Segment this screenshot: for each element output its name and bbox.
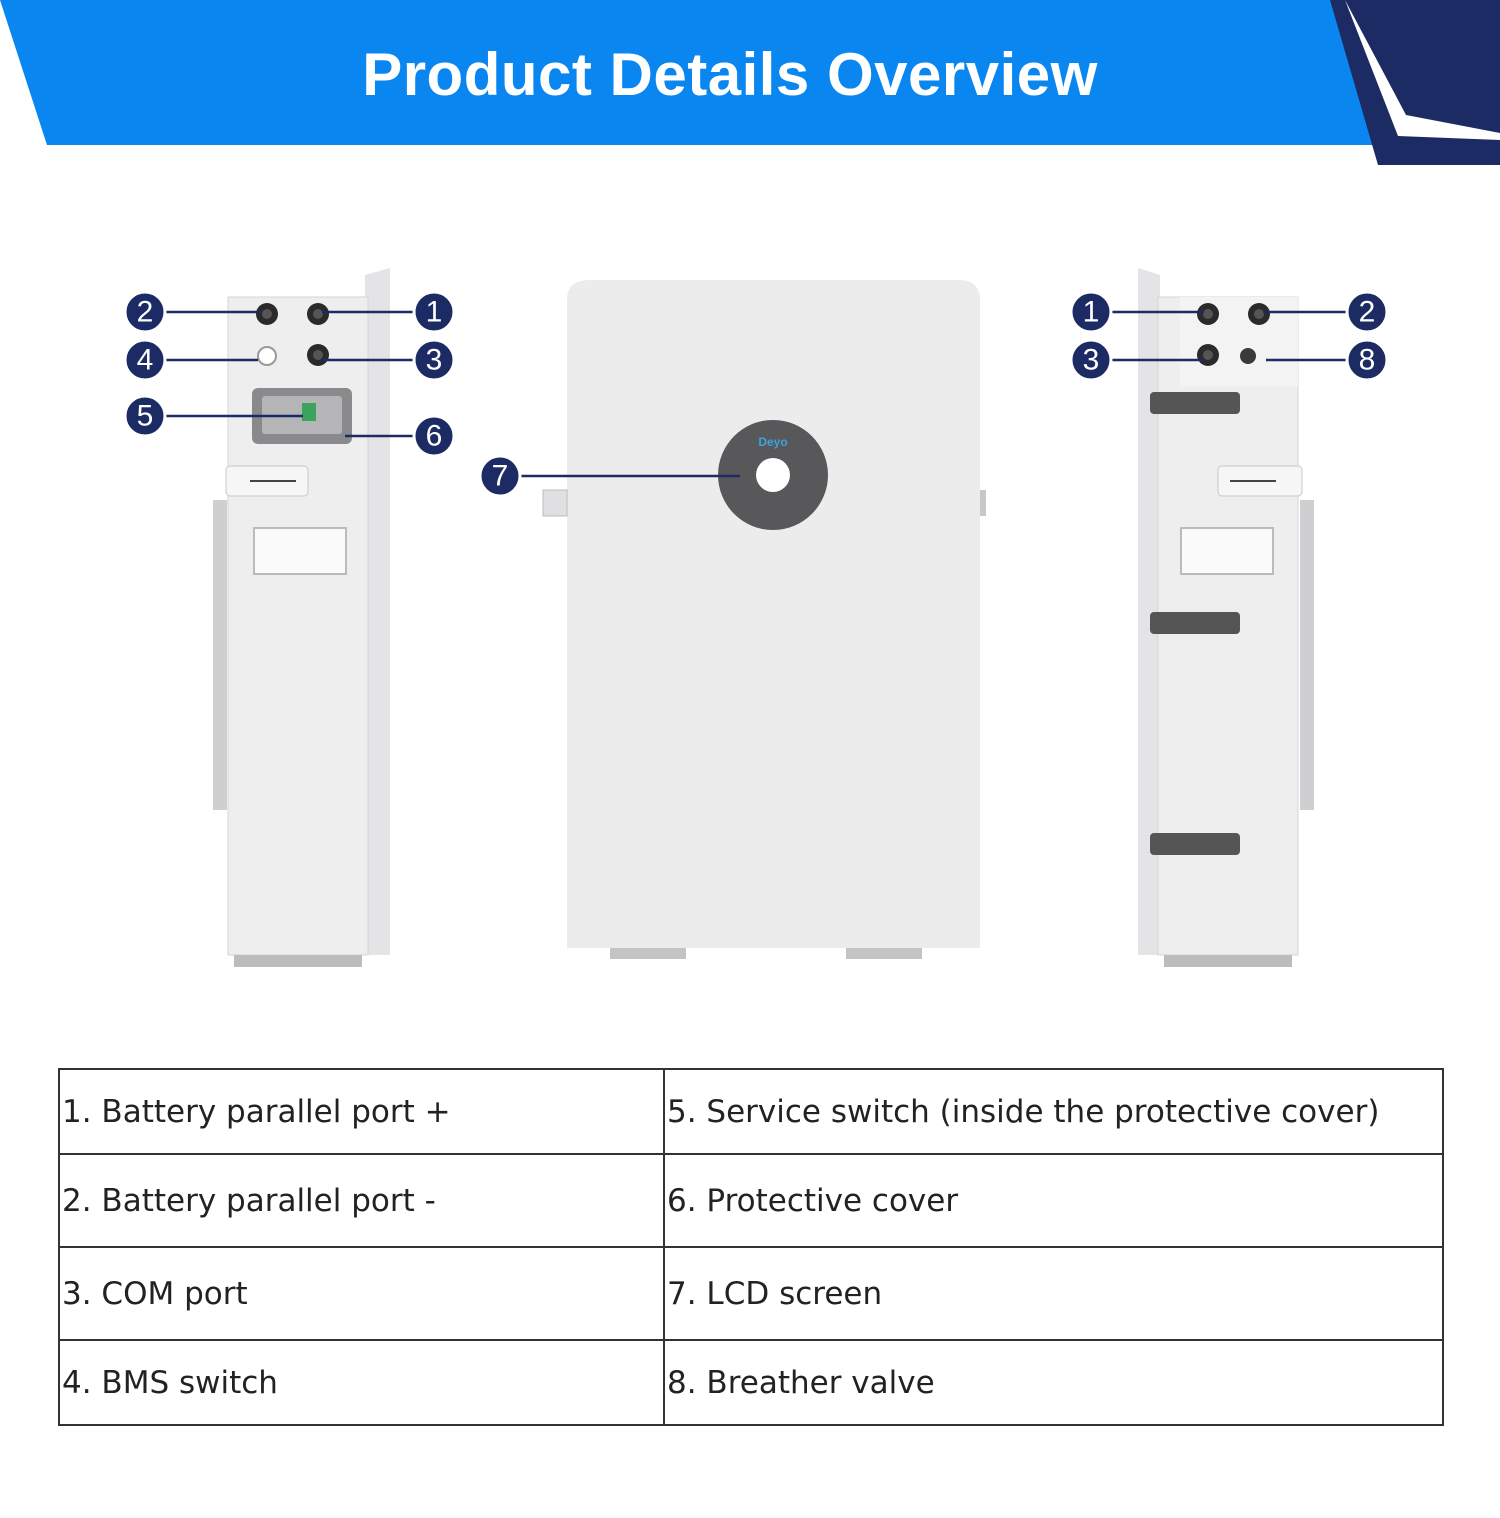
right-side-view xyxy=(1138,268,1314,967)
callout-2: 2 xyxy=(1359,296,1376,329)
product-views: Deyo 2 xyxy=(123,268,1389,967)
callout-3: 3 xyxy=(1083,344,1100,377)
page-title: Product Details Overview xyxy=(362,41,1098,108)
legend-cell: 5. Service switch (inside the protective… xyxy=(663,1068,1444,1155)
callout-3: 3 xyxy=(426,344,443,377)
legend-cell: 4. BMS switch xyxy=(58,1339,665,1426)
brand-logo: Deyo xyxy=(758,435,787,449)
callout-4: 4 xyxy=(137,344,154,377)
table-row: 2. Battery parallel port - 6. Protective… xyxy=(58,1153,1444,1248)
left-side-view xyxy=(213,268,390,967)
table-row: 3. COM port 7. LCD screen xyxy=(58,1246,1444,1341)
legend-cell: 8. Breather valve xyxy=(663,1339,1444,1426)
callout-7: 7 xyxy=(492,460,509,493)
legend-cell: 2. Battery parallel port - xyxy=(58,1153,665,1248)
callout-6: 6 xyxy=(426,420,443,453)
callout-2: 2 xyxy=(137,296,154,329)
table-row: 4. BMS switch 8. Breather valve xyxy=(58,1339,1444,1426)
header-banner xyxy=(0,0,1500,165)
legend-table: 1. Battery parallel port + 5. Service sw… xyxy=(58,1068,1444,1426)
callout-1: 1 xyxy=(1083,296,1100,329)
callout-1: 1 xyxy=(426,296,443,329)
legend-cell: 7. LCD screen xyxy=(663,1246,1444,1341)
callout-8: 8 xyxy=(1359,344,1376,377)
front-view: Deyo xyxy=(542,280,986,959)
legend-cell: 1. Battery parallel port + xyxy=(58,1068,665,1155)
legend-cell: 6. Protective cover xyxy=(663,1153,1444,1248)
legend-cell: 3. COM port xyxy=(58,1246,665,1341)
callout-5: 5 xyxy=(137,400,154,433)
table-row: 1. Battery parallel port + 5. Service sw… xyxy=(58,1068,1444,1155)
